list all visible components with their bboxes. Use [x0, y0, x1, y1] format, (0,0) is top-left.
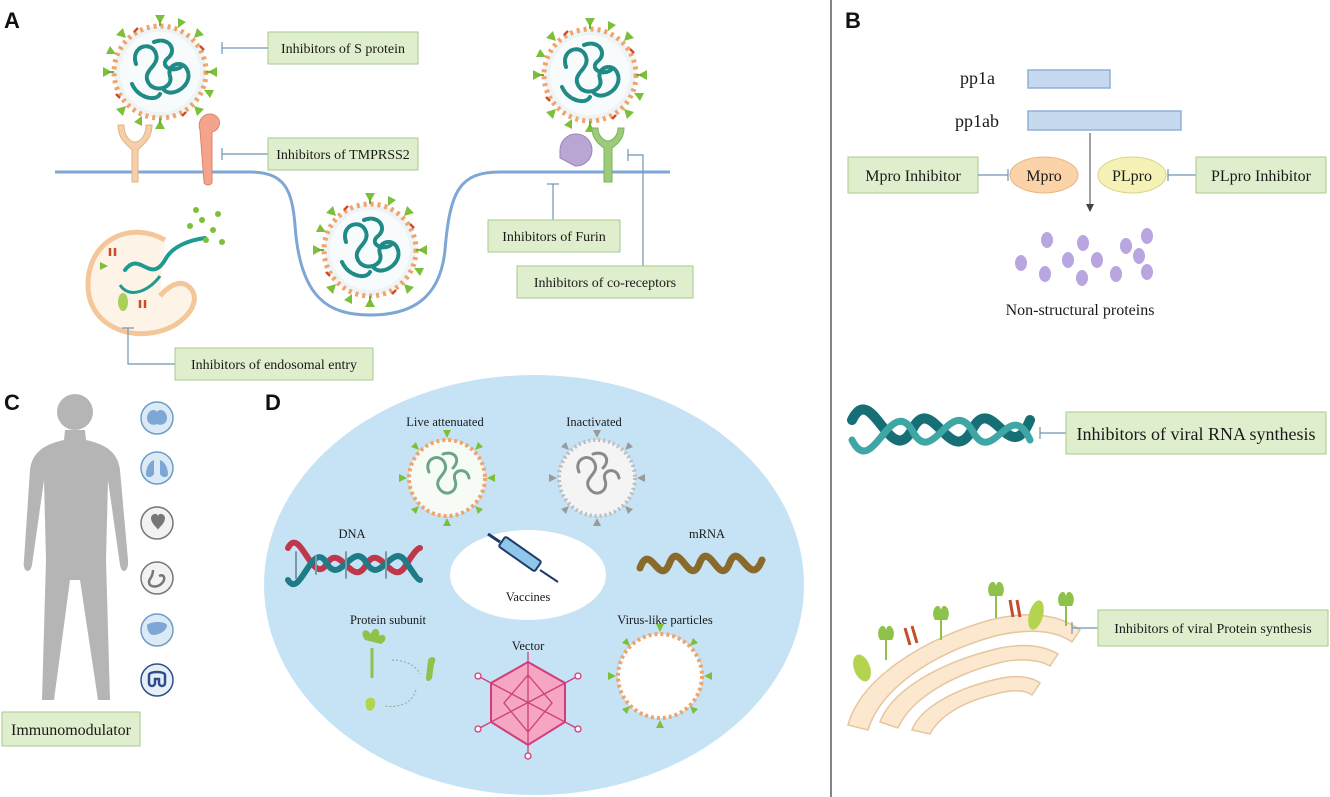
stomach-icon [147, 569, 166, 588]
vlp-label: Virus-like particles [617, 613, 713, 627]
pp1a-bar [1027, 69, 1111, 89]
coreceptor-inhibitor-label: Inhibitors of co-receptors [534, 276, 676, 291]
plpro-label: PLpro [1112, 168, 1152, 185]
virus-like-particle [608, 624, 712, 728]
dna-helix [285, 539, 423, 587]
inactivated-label: Inactivated [566, 415, 622, 429]
endosomal-inhibition-line [127, 328, 175, 365]
dna-label: DNA [338, 527, 365, 541]
vector-label: Vector [512, 639, 545, 653]
mpro-inhibitor-box [847, 156, 979, 194]
coreceptor-protein [591, 127, 625, 183]
endosomal-inhibitor-label: Inhibitors of endosomal entry [191, 358, 357, 373]
liver-icon [147, 622, 167, 635]
tmprss2-protein [198, 113, 220, 186]
ace2-receptor [117, 124, 153, 183]
plpro-enzyme [1097, 156, 1167, 194]
protein-subunit-icon [362, 628, 436, 711]
furin-inhibitor-box [487, 219, 621, 253]
virus-particle-internalized [313, 193, 427, 307]
panel-b-letter: B [845, 8, 861, 33]
tmprss2-inhibitor-label: Inhibitors of TMPRSS2 [276, 148, 410, 163]
viral-rna-helix [847, 404, 1035, 455]
live-attenuated-label: Live attenuated [406, 415, 484, 429]
furin-protein [559, 133, 593, 167]
panel-c-letter: C [4, 390, 20, 415]
mpro-inhibitor-label: Mpro Inhibitor [865, 168, 961, 185]
nsp-label: Non-structural proteins [1006, 302, 1155, 319]
protein-synthesis-inhibitor-box [1097, 609, 1329, 647]
lungs-icon [146, 460, 168, 477]
coreceptor-inhibitor-box [516, 265, 694, 299]
plpro-inhibitor-label: PLpro Inhibitor [1211, 168, 1312, 185]
rna-synthesis-inhibitor-label: Inhibitors of viral RNA synthesis [1077, 424, 1316, 444]
virus-particle-top-right [533, 18, 647, 132]
immunomodulator-box [1, 711, 141, 747]
heart-icon [151, 513, 165, 530]
virus-particle-top-left [103, 15, 217, 129]
syringe-icon [487, 532, 559, 583]
organ-icons [140, 401, 174, 697]
brain-icon [147, 410, 167, 425]
endoplasmic-reticulum [847, 581, 1082, 735]
mpro-enzyme [1009, 156, 1079, 194]
s-protein-inhibitor-box [267, 31, 419, 65]
human-silhouette [23, 394, 129, 700]
intestine-icon [147, 670, 167, 688]
panel-a-letter: A [4, 8, 20, 33]
rna-synthesis-inhibitor-box [1065, 411, 1327, 455]
furin-inhibitor-label: Inhibitors of Furin [502, 230, 605, 245]
vaccines-center [450, 530, 606, 620]
protein-subunit-label: Protein subunit [350, 613, 427, 627]
mpro-label: Mpro [1026, 168, 1062, 185]
coreceptor-inhibition-line [628, 154, 644, 266]
tmprss2-inhibitor-box [267, 137, 419, 171]
endosome [85, 207, 225, 337]
vaccines-label: Vaccines [506, 590, 551, 604]
immunomodulator-label: Immunomodulator [11, 722, 132, 739]
viral-vector-icon [474, 652, 582, 760]
panel-d-letter: D [265, 390, 281, 415]
pp1ab-label: pp1ab [955, 111, 999, 131]
endosomal-inhibitor-box [174, 347, 374, 381]
pp1ab-bar [1027, 110, 1182, 131]
nsp-dots [1015, 228, 1153, 286]
mrna-label: mRNA [689, 527, 725, 541]
cell-membrane [55, 170, 670, 317]
protein-synthesis-inhibitor-label: Inhibitors of viral Protein synthesis [1114, 622, 1312, 637]
mrna-strand [636, 552, 766, 575]
s-protein-inhibitor-label: Inhibitors of S protein [281, 42, 405, 57]
pp1a-label: pp1a [960, 68, 995, 88]
plpro-inhibitor-box [1195, 156, 1327, 194]
